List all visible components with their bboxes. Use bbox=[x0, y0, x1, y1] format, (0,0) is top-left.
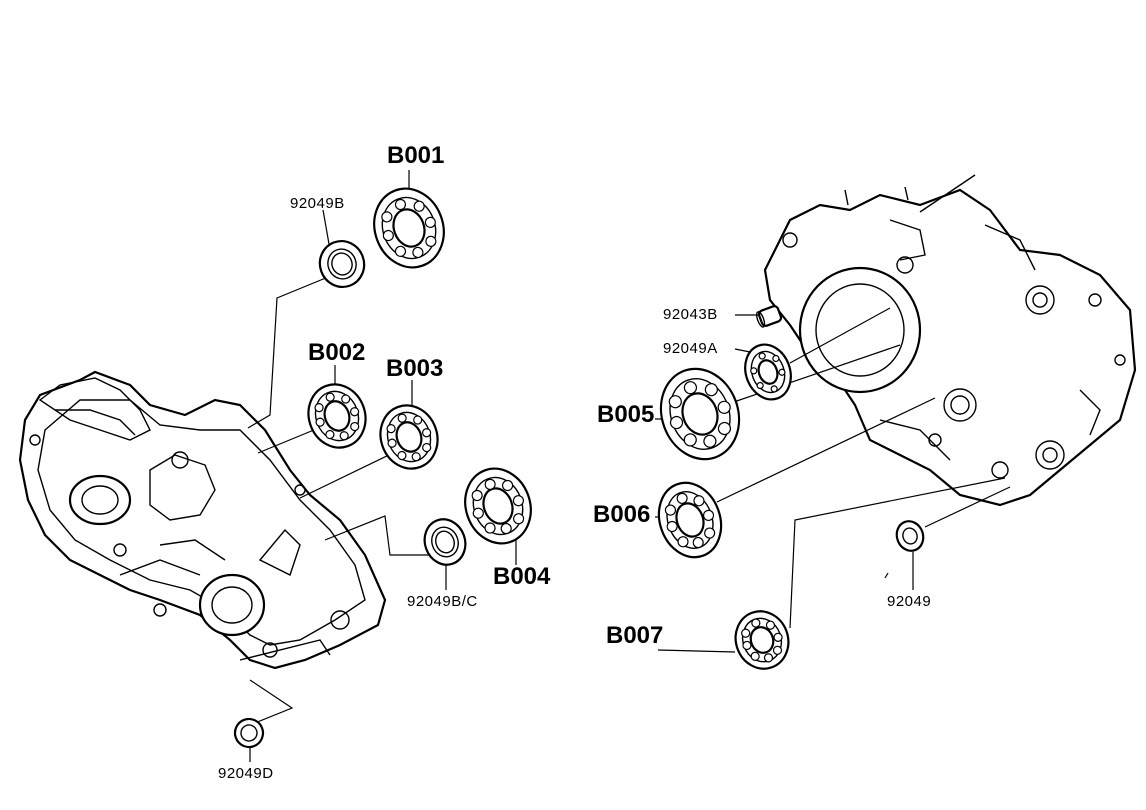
label-b007: B007 bbox=[606, 622, 663, 649]
bearing-b003 bbox=[379, 404, 439, 470]
seal-92049b bbox=[318, 240, 366, 288]
seal-92049a bbox=[744, 343, 792, 401]
left-crankcase-half bbox=[18, 370, 387, 670]
label-b005: B005 bbox=[597, 401, 654, 428]
bearing-b002 bbox=[307, 383, 367, 449]
bearing-b001 bbox=[373, 187, 445, 269]
label-92049d: 92049D bbox=[218, 765, 274, 782]
bearing-b004 bbox=[464, 467, 532, 545]
label-92049b-c: 92049B/C bbox=[407, 593, 478, 610]
label-b003: B003 bbox=[386, 355, 443, 382]
bearing-b005 bbox=[659, 367, 741, 461]
label-b006: B006 bbox=[593, 501, 650, 528]
seal-92049d bbox=[233, 717, 265, 749]
label-92049b: 92049B bbox=[290, 195, 345, 212]
label-92043b: 92043B bbox=[663, 306, 718, 323]
label-92049: 92049 bbox=[887, 593, 931, 610]
bearing-b006 bbox=[657, 481, 723, 559]
label-b002: B002 bbox=[308, 339, 365, 366]
right-crankcase-half bbox=[763, 174, 1137, 507]
label-b001: B001 bbox=[387, 142, 444, 169]
label-b004: B004 bbox=[493, 563, 551, 590]
seal-92049b-c bbox=[423, 518, 467, 566]
leader-lines bbox=[247, 170, 1011, 762]
dowel-92043b bbox=[755, 305, 783, 328]
seal-92049 bbox=[895, 520, 925, 552]
label-92049a: 92049A bbox=[663, 340, 718, 357]
bearing-b007 bbox=[734, 610, 790, 670]
